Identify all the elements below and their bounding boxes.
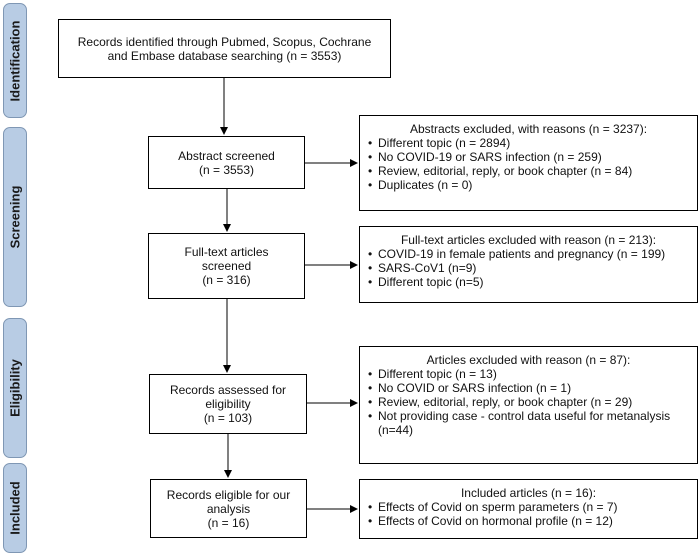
- included-articles-box: Included articles (n = 16): Effects of C…: [359, 479, 698, 539]
- list-item: COVID-19 in female patients and pregnanc…: [368, 247, 689, 261]
- stage-eligibility: Eligibility: [3, 318, 27, 458]
- fulltext-excluded-box: Full-text articles excluded with reason …: [359, 226, 698, 303]
- records-eligible-line-1: Records eligible for our: [166, 487, 291, 502]
- abstract-screened-box: Abstract screened (n = 3553): [148, 136, 305, 189]
- fulltext-screened-line-2: screened: [201, 259, 252, 273]
- abstracts-excluded-box: Abstracts excluded, with reasons (n = 32…: [359, 115, 698, 211]
- articles-excluded-list: Different topic (n = 13) No COVID or SAR…: [368, 367, 689, 437]
- stage-screening: Screening: [3, 127, 27, 307]
- records-eligible-line-2: analysis: [206, 501, 251, 516]
- records-eligible-line-3: (n = 16): [207, 515, 250, 530]
- fulltext-screened-line-3: (n = 316): [202, 273, 251, 287]
- list-item: Effects of Covid on hormonal profile (n …: [368, 514, 689, 528]
- abstracts-excluded-title: Abstracts excluded, with reasons (n = 32…: [409, 122, 648, 136]
- records-identified-line-1: Records identified through Pubmed, Scopu…: [77, 34, 372, 49]
- list-item: No COVID-19 or SARS infection (n = 259): [368, 150, 689, 164]
- articles-excluded-title: Articles excluded with reason (n = 87):: [426, 353, 631, 367]
- fulltext-screened-box: Full-text articles screened (n = 316): [148, 233, 305, 299]
- list-item: Duplicates (n = 0): [368, 178, 689, 192]
- list-item: SARS-CoV1 (n=9): [368, 261, 689, 275]
- list-item: Review, editorial, reply, or book chapte…: [368, 164, 689, 178]
- list-item: Different topic (n = 13): [368, 367, 689, 381]
- included-articles-title: Included articles (n = 16):: [460, 486, 597, 500]
- abstracts-excluded-list: Different topic (n = 2894) No COVID-19 o…: [368, 136, 689, 192]
- records-assessed-box: Records assessed for eligibility (n = 10…: [149, 374, 307, 434]
- records-assessed-line-3: (n = 103): [203, 411, 253, 425]
- abstract-screened-line-2: (n = 3553): [198, 162, 255, 177]
- records-assessed-line-1: Records assessed for: [169, 383, 287, 397]
- abstract-screened-line-1: Abstract screened: [178, 148, 275, 163]
- list-item: No COVID or SARS infection (n = 1): [368, 381, 689, 395]
- stage-included: Included: [3, 463, 27, 553]
- records-identified-box: Records identified through Pubmed, Scopu…: [58, 19, 391, 78]
- records-identified-line-2: and Embase database searching (n = 3553): [107, 48, 342, 63]
- fulltext-excluded-title: Full-text articles excluded with reason …: [400, 233, 657, 247]
- fulltext-screened-line-1: Full-text articles: [184, 245, 269, 259]
- articles-excluded-box: Articles excluded with reason (n = 87): …: [359, 346, 698, 464]
- list-item: Review, editorial, reply, or book chapte…: [368, 395, 689, 409]
- list-item: Different topic (n = 2894): [368, 136, 689, 150]
- list-item: Not providing case - control data useful…: [368, 409, 689, 437]
- fulltext-excluded-list: COVID-19 in female patients and pregnanc…: [368, 247, 689, 289]
- records-assessed-line-2: eligibility: [205, 397, 251, 411]
- list-item: Effects of Covid on sperm parameters (n …: [368, 500, 689, 514]
- included-articles-list: Effects of Covid on sperm parameters (n …: [368, 500, 689, 528]
- records-eligible-box: Records eligible for our analysis (n = 1…: [150, 479, 307, 538]
- stage-identification: Identification: [3, 3, 27, 118]
- list-item: Different topic (n=5): [368, 275, 689, 289]
